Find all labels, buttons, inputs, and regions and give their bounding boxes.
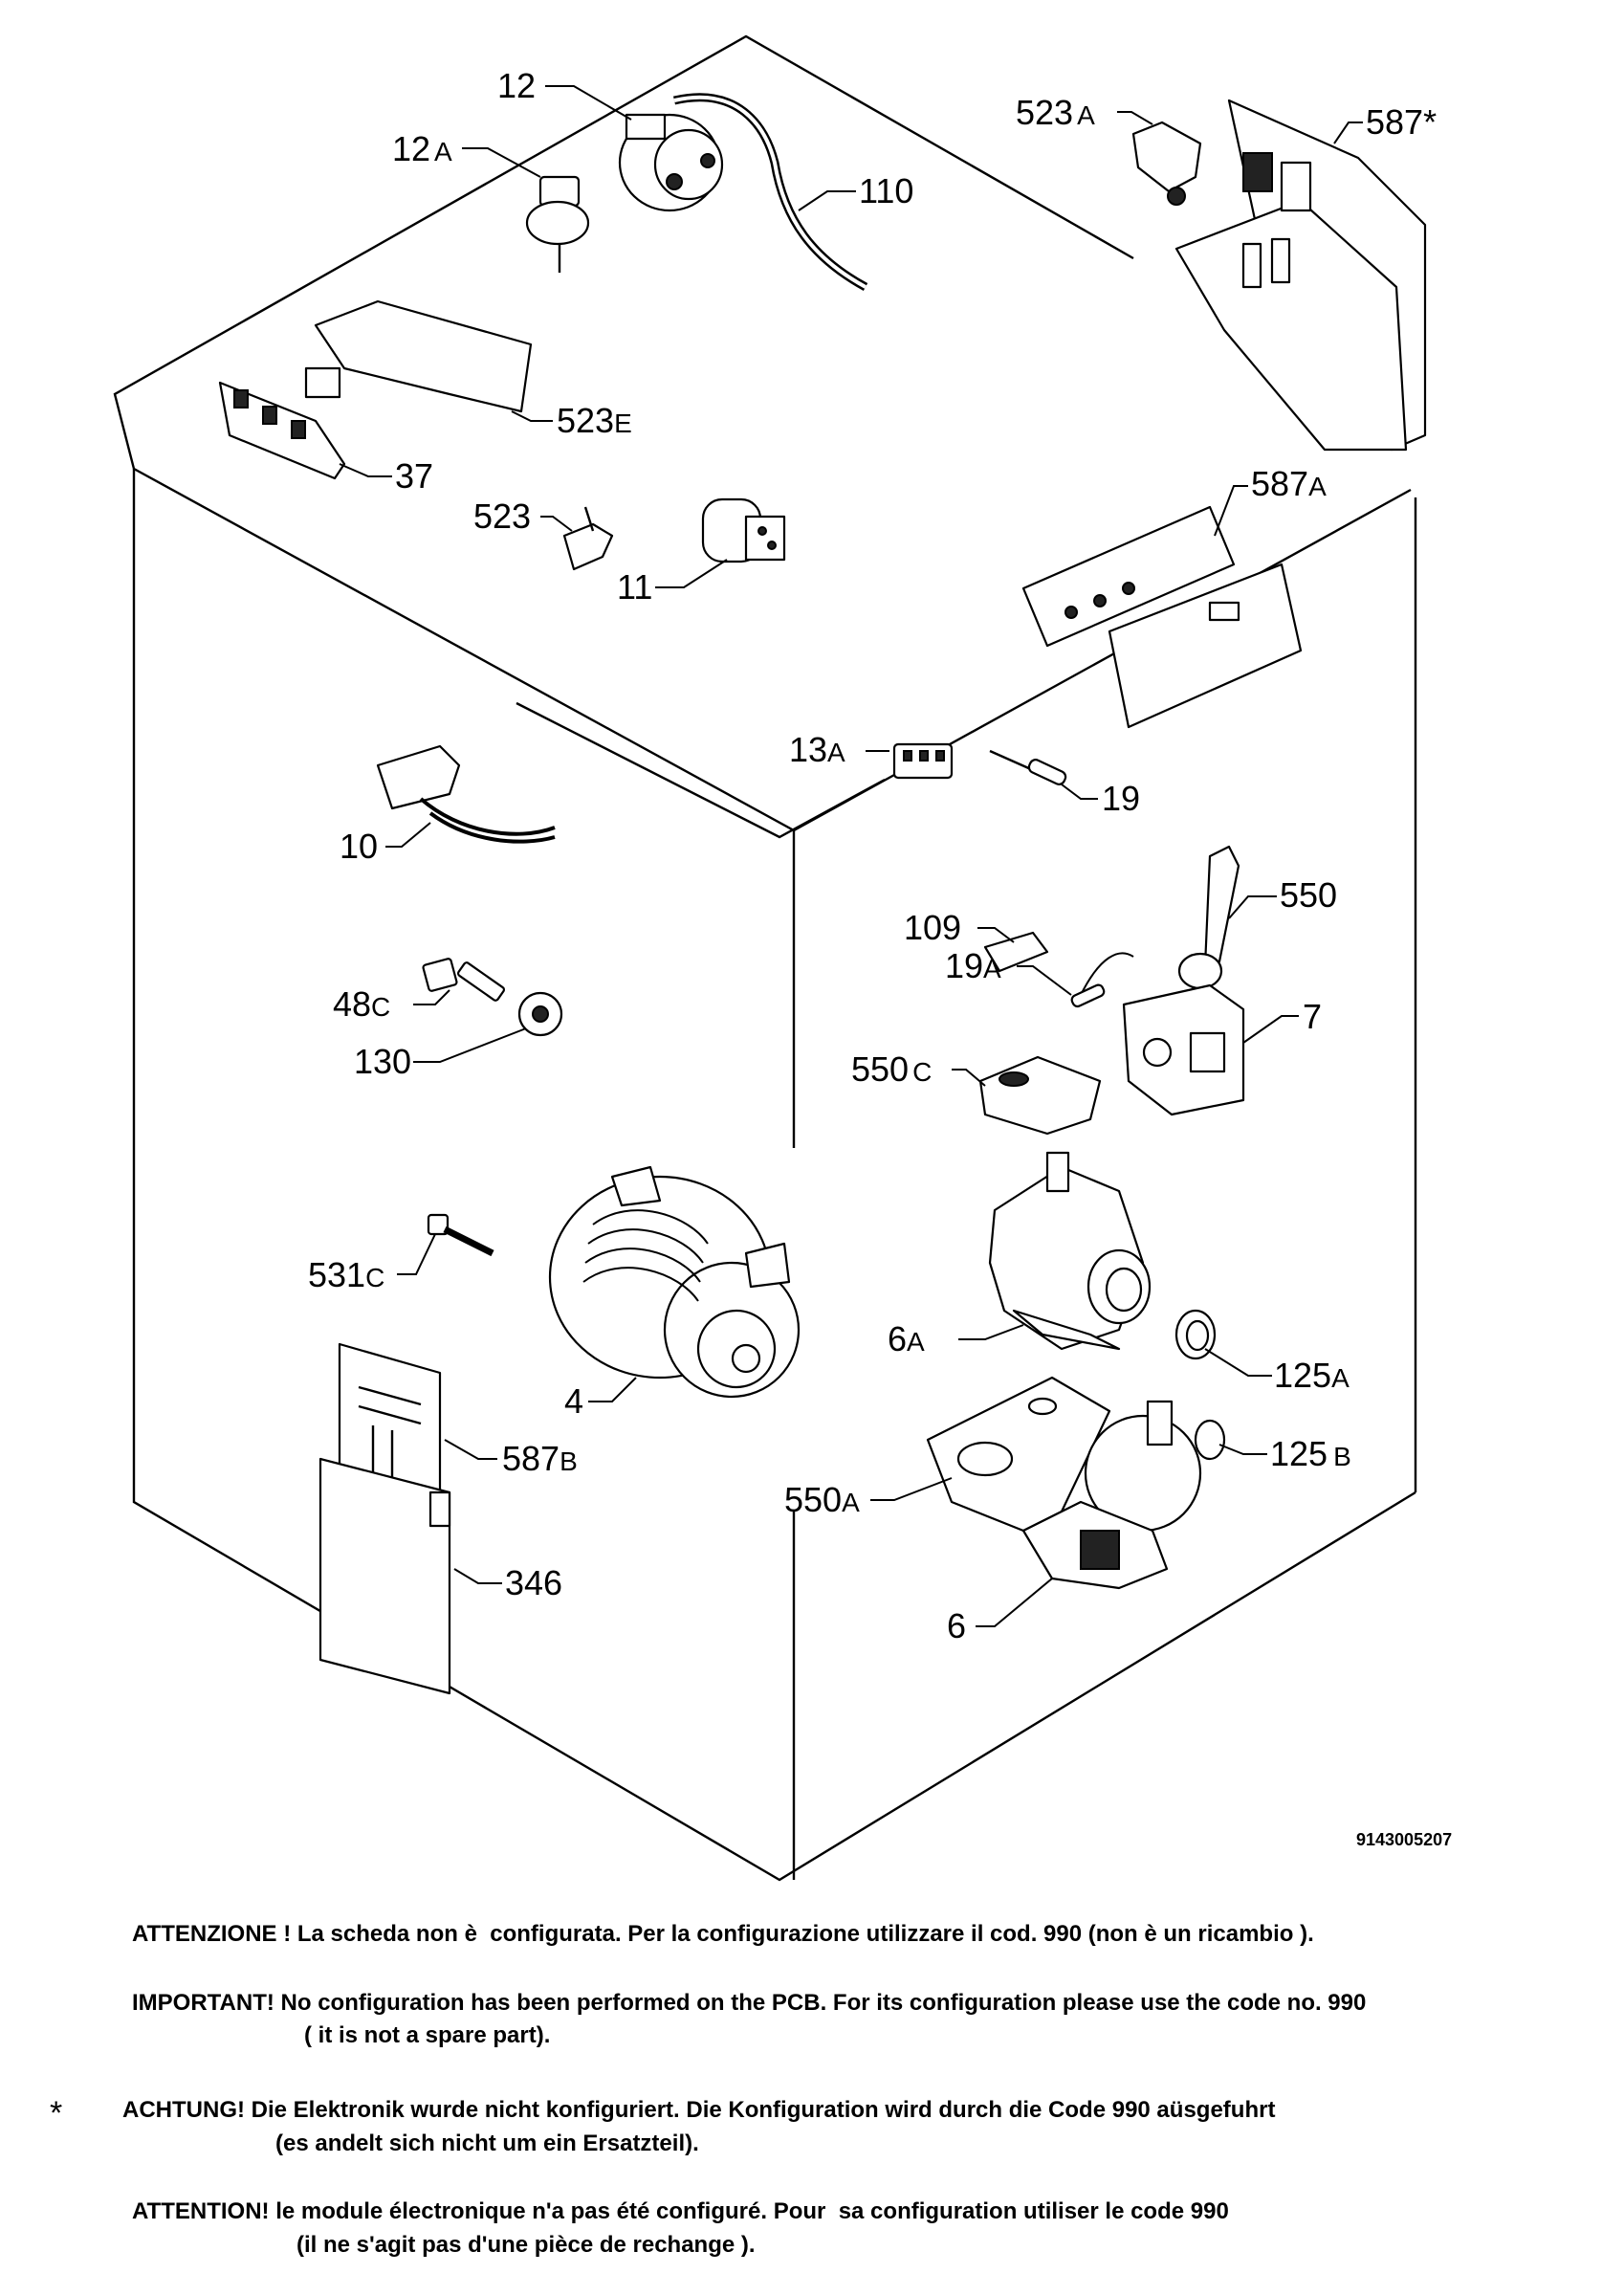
callout-4: 4: [564, 1381, 583, 1421]
part-531c-screw-drawing: [427, 1213, 494, 1257]
part-12a-switch-drawing: [525, 175, 590, 273]
part-125b-ring-drawing: [1194, 1419, 1226, 1461]
callout-125a: 125A: [1274, 1356, 1350, 1395]
part-13a-connector-drawing: [892, 742, 954, 780]
part-523-clip-drawing: [562, 506, 614, 571]
callout-11: 11: [617, 567, 652, 607]
callout-587-asterisk: 587*: [1366, 102, 1437, 142]
part-19a-sensor-drawing: [1070, 952, 1134, 1008]
part-587a-control-panels-drawing: [1021, 505, 1303, 729]
part-4-motor-drawing: [548, 1165, 801, 1399]
note-english-line1: IMPORTANT! No configuration has been per…: [132, 1990, 1367, 2016]
callout-7: 7: [1303, 997, 1322, 1036]
part-130-nut-drawing: [517, 991, 563, 1037]
callout-550a: 550A: [784, 1480, 860, 1519]
part-6a-pump-housing-drawing: [988, 1151, 1152, 1351]
callout-48c: 48C: [333, 984, 390, 1024]
note-english-line2: ( it is not a spare part).: [304, 2022, 551, 2048]
part-37-terminal-block-drawing: [218, 381, 346, 480]
note-german-line1: ACHTUNG! Die Elektronik wurde nicht konf…: [122, 2097, 1276, 2123]
part-110-hose-drawing: [672, 93, 868, 291]
callout-550: 550: [1280, 875, 1337, 915]
callout-109: 109: [904, 908, 961, 947]
callout-523: 523: [473, 497, 531, 536]
part-523e-bracket-drawing: [304, 299, 533, 413]
part-125a-ring-drawing: [1174, 1309, 1217, 1360]
part-109-clip-drawing: [983, 931, 1049, 973]
callout-37: 37: [395, 456, 433, 496]
part-587-pcb-drawing: [1174, 99, 1427, 452]
callout-523e: 523E: [557, 401, 632, 440]
part-523a-sensor-drawing: [1131, 121, 1202, 206]
document-number: 9143005207: [1356, 1830, 1453, 1849]
part-12-pressure-switch-drawing: [618, 113, 724, 212]
note-german-line2: (es andelt sich nicht um ein Ersatzteil)…: [275, 2130, 699, 2156]
note-french-line1: ATTENTION! le module électronique n'a pa…: [132, 2198, 1229, 2224]
callout-346: 346: [505, 1563, 562, 1602]
part-19-sensor-drawing: [989, 749, 1067, 785]
part-550c-cover-drawing: [978, 1055, 1102, 1136]
callout-19a: 19A: [945, 946, 1001, 985]
asterisk-marker: *: [50, 2095, 63, 2131]
callout-6a: 6A: [888, 1319, 925, 1358]
callout-531c: 531C: [308, 1255, 384, 1294]
part-11-capacitor-drawing: [701, 497, 786, 563]
callout-13a: 13A: [789, 730, 845, 769]
part-550-lever-drawing: [1177, 845, 1240, 990]
callout-12: 12: [497, 66, 536, 105]
part-6-drain-pump-drawing: [1021, 1400, 1202, 1590]
callout-19: 19: [1102, 779, 1140, 818]
part-10-heater-drawing: [376, 744, 556, 844]
callout-130: 130: [354, 1042, 411, 1081]
callout-10: 10: [340, 827, 378, 866]
note-italian: ATTENZIONE ! La scheda non è configurata…: [132, 1921, 1314, 1947]
callout-6: 6: [947, 1606, 966, 1645]
part-346-bag-drawing: [318, 1457, 451, 1695]
note-french-line2: (il ne s'agit pas d'une pièce de rechang…: [296, 2232, 756, 2258]
part-48c-bolt-drawing: [422, 958, 505, 1002]
part-7-door-lock-drawing: [1122, 983, 1245, 1116]
callout-587a: 587A: [1251, 464, 1327, 503]
callout-110: 110: [859, 171, 913, 210]
callout-587b: 587B: [502, 1439, 578, 1478]
part-587b-filter-drawing: [338, 1342, 442, 1509]
leader-lines: [339, 85, 1363, 1627]
